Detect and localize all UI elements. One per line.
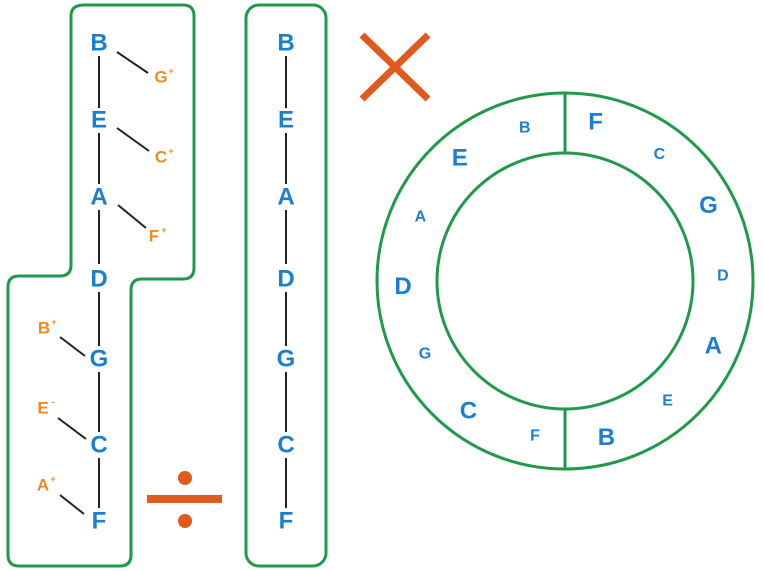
left-note-a: A [90, 184, 107, 211]
middle-note-e: E [278, 107, 294, 134]
ring-small-b: B [519, 120, 531, 137]
left-main-notes: B E A D G C F [90, 30, 109, 535]
divide-icon [147, 471, 222, 528]
accidental-a: A [37, 476, 49, 495]
ring-small-c: C [654, 146, 666, 163]
middle-note-a: A [277, 184, 294, 211]
ring-large-g: G [699, 192, 718, 219]
ring-small-a: A [415, 209, 427, 226]
accidental-mark: + [50, 474, 55, 484]
left-branch-connectors [57, 51, 150, 515]
ring-large-a: A [705, 333, 722, 360]
accidental-f: F [149, 227, 159, 246]
middle-note-d: D [277, 266, 294, 293]
accidental-mark: + [51, 317, 56, 327]
middle-note-b: B [277, 30, 294, 57]
left-note-c: C [90, 432, 107, 459]
ring-large-labels: F G A B C D E [394, 108, 722, 451]
left-note-b: B [90, 30, 107, 57]
accidental-c: C [155, 148, 167, 167]
accidental-mark: + [161, 225, 166, 235]
middle-note-g: G [277, 346, 296, 373]
left-column-frame [6, 3, 196, 568]
ring-large-e: E [452, 144, 468, 171]
ring-large-b: B [598, 424, 615, 451]
ring [375, 91, 755, 471]
ring-large-c: C [460, 398, 477, 425]
middle-notes: B E A D G C F [277, 30, 296, 535]
ring-small-e: E [662, 393, 673, 410]
accidental-g: G [154, 68, 167, 87]
accidental-b: B [38, 319, 50, 338]
middle-column-frame [244, 3, 328, 568]
left-note-g: G [90, 346, 109, 373]
ring-large-d: D [394, 273, 411, 300]
accidental-mark: + [168, 146, 173, 156]
ring-small-labels: C D E F G A B [415, 120, 729, 445]
left-accidental-notes: G+C+F+B+E-A+ [37, 66, 174, 495]
left-note-f: F [92, 508, 107, 535]
ring-small-f: F [530, 428, 540, 445]
multiply-icon [359, 32, 431, 102]
middle-note-f: F [279, 508, 294, 535]
ring-small-d: D [717, 267, 729, 284]
left-note-e: E [91, 107, 107, 134]
ring-small-g: G [419, 346, 431, 363]
left-note-d: D [90, 266, 107, 293]
accidental-mark: - [52, 397, 55, 407]
middle-note-c: C [277, 432, 294, 459]
accidental-mark: + [168, 66, 173, 76]
accidental-e: E [37, 399, 48, 418]
ring-large-f: F [588, 108, 603, 135]
